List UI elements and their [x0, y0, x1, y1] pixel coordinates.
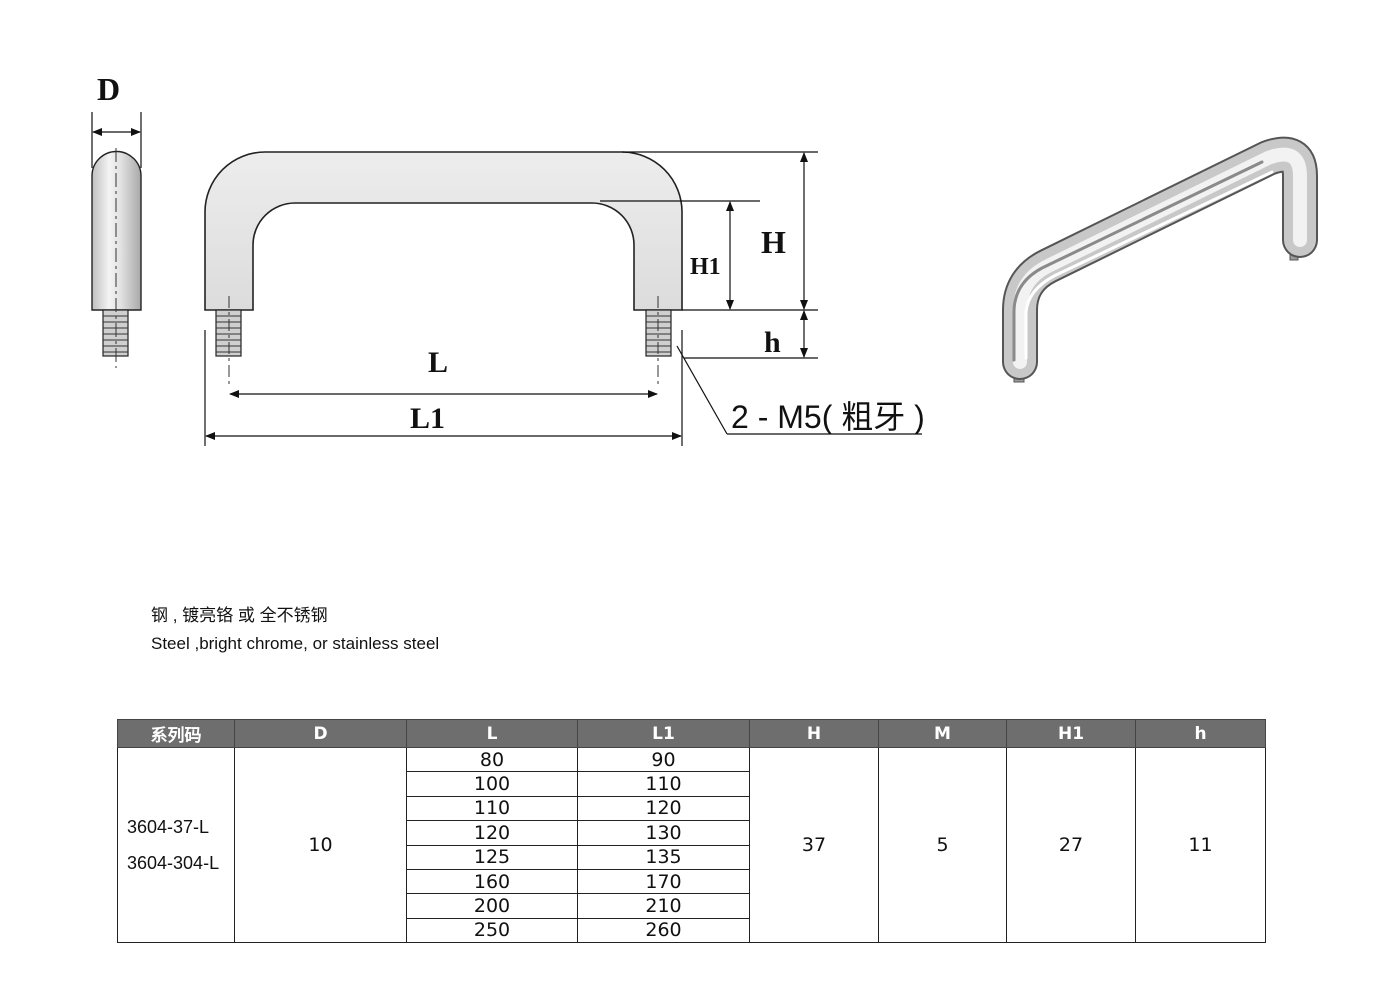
side-view: D — [91, 71, 142, 368]
header-series-code: 系列码 — [117, 719, 235, 748]
series-code-2: 3604-304-L — [127, 853, 220, 874]
front-view: L L1 H H1 h 2 - M5( 粗牙 ) — [204, 151, 925, 446]
spec-table: 系列码 D L L1 H M H1 h 3604-37-L 3604-304-L… — [117, 719, 1266, 944]
cell-L: 80 — [406, 746, 578, 773]
cell-L1: 170 — [577, 868, 750, 895]
cell-L1: 130 — [577, 820, 750, 846]
cell-L: 160 — [406, 868, 578, 895]
table-row: 100 110 — [118, 771, 1266, 797]
series-code-cell: 3604-37-L 3604-304-L — [117, 746, 235, 944]
table-header-row: 系列码 D L L1 H M H1 h — [117, 719, 1266, 748]
header-L1: L1 — [577, 719, 750, 748]
handle-photo — [1002, 136, 1318, 383]
label-L: L — [428, 346, 448, 379]
cell-L: 200 — [406, 893, 578, 919]
table-row: 125 135 — [118, 844, 1266, 870]
cell-L1: 210 — [577, 893, 750, 919]
header-L: L — [406, 719, 578, 748]
material-english: Steel ,bright chrome, or stainless steel — [151, 634, 440, 653]
table-row: 110 120 — [118, 795, 1266, 822]
header-H: H — [749, 719, 879, 748]
material-chinese: 钢 , 镀亮铬 或 全不锈钢 — [151, 606, 328, 625]
label-L1: L1 — [410, 402, 445, 435]
cell-h: 11 — [1135, 746, 1266, 944]
header-D: D — [234, 719, 407, 748]
header-H1: H1 — [1006, 719, 1136, 748]
cell-L1: 260 — [577, 917, 750, 944]
table-row: 250 260 — [118, 917, 1266, 944]
label-D: D — [97, 71, 120, 107]
table-row: 200 210 — [118, 893, 1266, 919]
table-row: 3604-37-L 3604-304-L 10 80 90 37 5 27 11 — [117, 746, 1266, 944]
label-thread-spec: 2 - M5( 粗牙 ) — [731, 399, 925, 435]
series-code-1: 3604-37-L — [127, 817, 210, 838]
cell-L: 110 — [406, 795, 578, 822]
cell-M: 5 — [878, 746, 1007, 944]
cell-D: 10 — [234, 746, 407, 944]
label-h-small: h — [764, 326, 781, 359]
handle-technical-drawing: D — [91, 71, 1318, 446]
header-M: M — [878, 719, 1007, 748]
cell-L1: 90 — [577, 746, 750, 773]
cell-L1: 135 — [577, 844, 750, 870]
cell-L: 120 — [406, 820, 578, 846]
cell-L: 125 — [406, 844, 578, 870]
cell-H1: 27 — [1006, 746, 1136, 944]
cell-L1: 120 — [577, 795, 750, 822]
header-h: h — [1135, 719, 1266, 748]
label-H: H — [761, 224, 786, 260]
table-row: 120 130 — [118, 820, 1266, 846]
cell-L1: 110 — [577, 771, 750, 797]
cell-H: 37 — [749, 746, 879, 944]
cell-L: 100 — [406, 771, 578, 797]
material-note: 钢 , 镀亮铬 或 全不锈钢 Steel ,bright chrome, or … — [151, 602, 439, 658]
cell-L: 250 — [406, 917, 578, 944]
label-H1: H1 — [690, 254, 721, 280]
